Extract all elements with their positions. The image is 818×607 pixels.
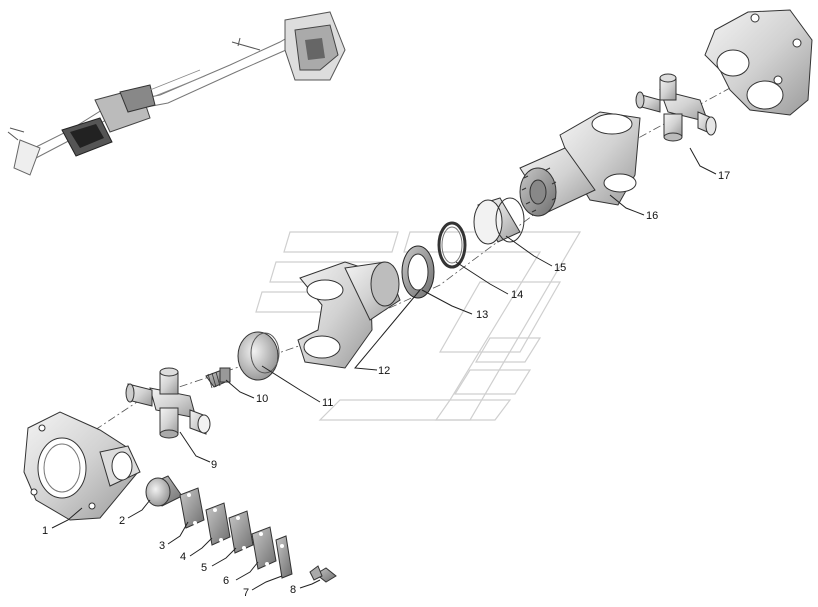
snap-ring bbox=[437, 221, 467, 269]
callout-13: 13 bbox=[476, 309, 488, 321]
callout-17: 17 bbox=[718, 170, 730, 182]
bolt bbox=[205, 367, 231, 389]
bearing-cap bbox=[145, 475, 183, 507]
callout-7: 7 bbox=[243, 587, 249, 599]
callout-9: 9 bbox=[211, 459, 217, 471]
universal-joint-cross-lower bbox=[125, 367, 211, 439]
universal-joint-cross-upper bbox=[635, 73, 717, 142]
callout-8: 8 bbox=[290, 584, 296, 596]
flange-housing bbox=[23, 411, 141, 521]
leader-lines bbox=[51, 147, 717, 591]
callout-11: 11 bbox=[322, 397, 333, 409]
flange-yoke bbox=[297, 261, 401, 369]
callout-4: 4 bbox=[180, 551, 186, 563]
vehicle-overview-sketch bbox=[7, 11, 346, 176]
callout-1: 1 bbox=[42, 525, 48, 537]
callout-6: 6 bbox=[223, 575, 229, 587]
callout-3: 3 bbox=[159, 540, 165, 552]
splined-yoke bbox=[519, 111, 641, 217]
seal-ring bbox=[401, 245, 435, 299]
sleeve-ring bbox=[473, 197, 525, 245]
callout-16: 16 bbox=[646, 210, 658, 222]
callout-10: 10 bbox=[256, 393, 268, 405]
cover-disc bbox=[237, 331, 280, 381]
lock-plate bbox=[275, 535, 293, 579]
callout-2: 2 bbox=[119, 515, 125, 527]
callout-12: 12 bbox=[378, 365, 390, 377]
mounting-bracket bbox=[704, 9, 813, 116]
callout-14: 14 bbox=[511, 289, 523, 301]
callout-5: 5 bbox=[201, 562, 207, 574]
callout-labels: 1 2 3 4 5 6 7 8 9 10 11 12 13 14 15 16 1… bbox=[42, 170, 730, 599]
callout-15: 15 bbox=[554, 262, 566, 274]
screw bbox=[309, 565, 337, 583]
shim-plates bbox=[179, 487, 277, 570]
